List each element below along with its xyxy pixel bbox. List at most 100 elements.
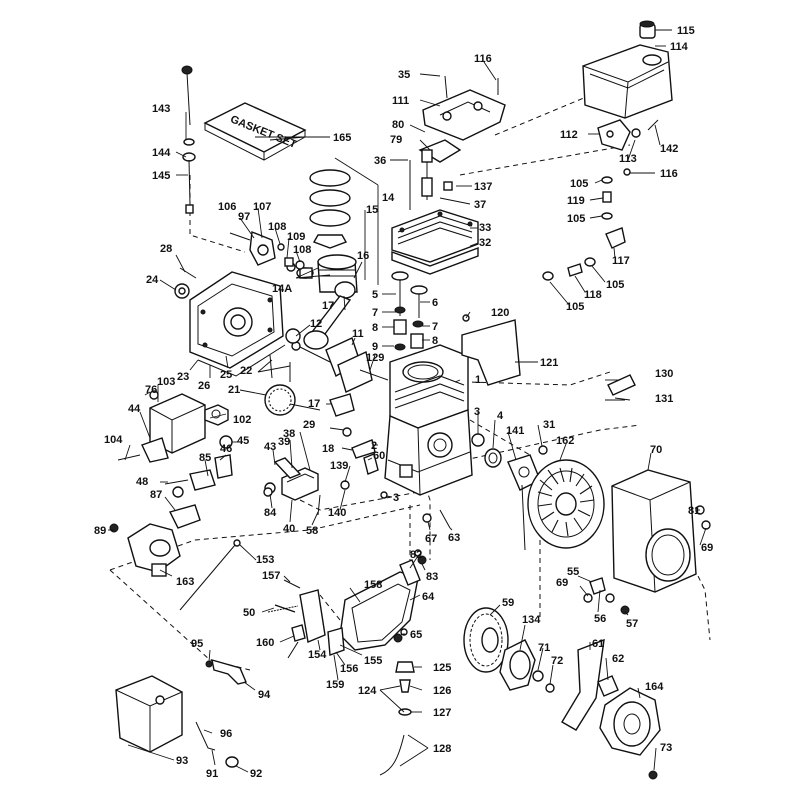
callout-104: 104: [104, 434, 123, 446]
callout-139: 139: [330, 460, 348, 472]
callout-38: 38: [283, 428, 295, 440]
callout-91: 91: [206, 768, 218, 780]
callout-3: 3: [393, 492, 399, 504]
callout-140: 140: [328, 507, 346, 519]
control-panel: [115, 659, 247, 768]
callout-105: 105: [567, 213, 585, 225]
callout-164: 164: [645, 681, 664, 693]
callout-46: 46: [220, 443, 232, 455]
callout-85: 85: [199, 452, 211, 464]
muffler: [141, 390, 229, 463]
callout-17: 17: [322, 300, 334, 312]
callout-125: 125: [433, 662, 451, 674]
callout-154: 154: [308, 649, 327, 661]
callout-71: 71: [538, 642, 550, 654]
callout-8: 8: [432, 335, 438, 347]
callout-116: 116: [474, 53, 492, 65]
callout-105: 105: [606, 279, 624, 291]
callout-115: 115: [677, 25, 695, 37]
callout-16: 16: [357, 250, 369, 262]
callout-37: 37: [474, 199, 486, 211]
piston-rings: [309, 169, 351, 249]
leader-lines: [108, 29, 707, 773]
flywheel: [471, 433, 605, 551]
callout-118: 118: [584, 289, 602, 301]
callout-155: 155: [364, 655, 382, 667]
carburetor: [127, 435, 241, 611]
callout-95: 95: [191, 638, 203, 650]
callout-11: 11: [352, 328, 364, 340]
callout-14A: 14A: [272, 283, 292, 295]
callout-145: 145: [152, 170, 170, 182]
callout-24: 24: [146, 274, 159, 286]
callout-69: 69: [701, 542, 713, 554]
callout-89: 89: [94, 525, 106, 537]
callout-21: 21: [228, 384, 240, 396]
callout-17: 17: [308, 398, 320, 410]
callout-76: 76: [145, 384, 157, 396]
callout-15: 15: [366, 204, 378, 216]
fuel-tank: [582, 20, 673, 119]
small-fasteners: [379, 661, 415, 776]
callout-116: 116: [660, 168, 678, 180]
callout-109: 109: [287, 231, 305, 243]
crankshaft: [291, 337, 389, 393]
callout-26: 26: [198, 380, 210, 392]
callout-31: 31: [543, 419, 555, 431]
callout-12: 12: [310, 318, 322, 330]
callout-111: 111: [392, 95, 409, 107]
callout-124: 124: [358, 685, 377, 697]
callout-119: 119: [567, 195, 585, 207]
callout-70: 70: [650, 444, 662, 456]
callout-81: 81: [688, 505, 700, 517]
callout-134: 134: [522, 614, 541, 626]
callout-39: 39: [278, 436, 290, 448]
callout-32: 32: [479, 237, 491, 249]
callout-142: 142: [660, 143, 678, 155]
callout-105: 105: [570, 178, 588, 190]
callout-82: 82: [410, 549, 422, 561]
callout-14: 14: [382, 192, 395, 204]
callout-69: 69: [556, 577, 568, 589]
callout-73: 73: [660, 742, 672, 754]
cam-gear: [264, 328, 321, 416]
callout-29: 29: [303, 419, 315, 431]
callout-1: 1: [475, 374, 481, 386]
callout-62: 62: [612, 653, 624, 665]
engine-block: [384, 344, 473, 496]
callout-144: 144: [152, 147, 171, 159]
callout-117: 117: [612, 255, 630, 267]
callout-121: 121: [540, 357, 558, 369]
callout-61: 61: [592, 638, 604, 650]
callout-94: 94: [258, 689, 271, 701]
connecting-rod: [303, 281, 356, 350]
callout-103: 103: [157, 376, 175, 388]
callout-25: 25: [220, 369, 232, 381]
callout-2: 2: [371, 440, 377, 452]
callout-5: 5: [372, 289, 378, 301]
callout-156: 156: [340, 663, 358, 675]
callout-56: 56: [594, 613, 606, 625]
callout-22: 22: [240, 365, 252, 377]
callout-59: 59: [502, 597, 514, 609]
callout-57: 57: [626, 618, 638, 630]
callout-92: 92: [250, 768, 262, 780]
callout-87: 87: [150, 489, 162, 501]
callout-18: 18: [322, 443, 334, 455]
breather-assembly: [229, 231, 305, 270]
callout-141: 141: [506, 425, 524, 437]
callout-106: 106: [218, 201, 236, 213]
callout-160: 160: [256, 637, 274, 649]
callout-159: 159: [326, 679, 344, 691]
callout-50: 50: [243, 607, 255, 619]
callout-108: 108: [268, 221, 286, 233]
callout-114: 114: [670, 41, 689, 53]
callout-7: 7: [432, 321, 438, 333]
callout-96: 96: [220, 728, 232, 740]
callout-107: 107: [253, 201, 271, 213]
callout-64: 64: [422, 591, 435, 603]
cylinder-head: [391, 209, 479, 275]
air-baffle: [339, 549, 422, 651]
callout-80: 80: [392, 119, 404, 131]
callout-33: 33: [479, 222, 491, 234]
